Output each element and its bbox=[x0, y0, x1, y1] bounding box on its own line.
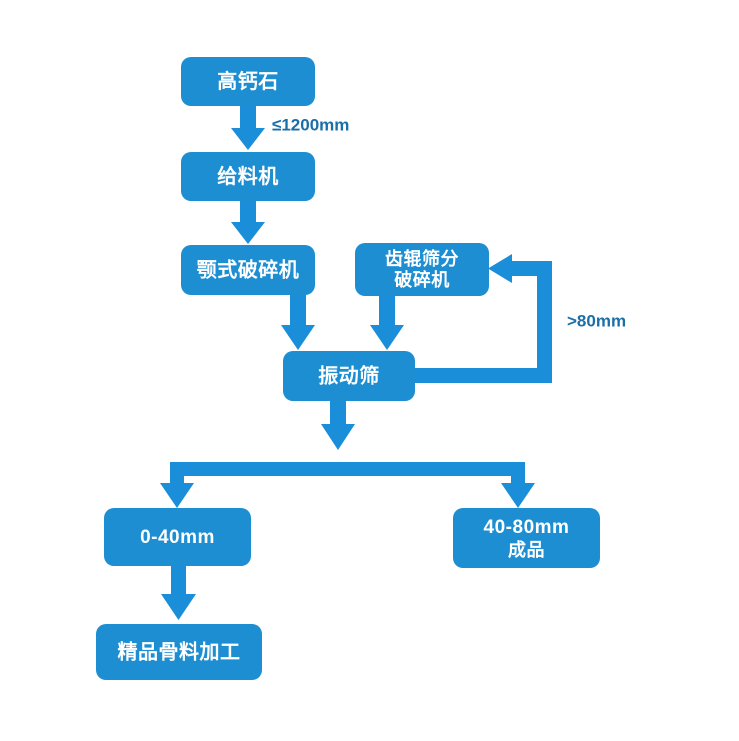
node-roll-screen-crusher-label-line1: 齿辊筛分 bbox=[385, 248, 459, 269]
node-product-40-80[interactable]: 40-80mm 成品 bbox=[453, 508, 600, 568]
node-product-40-80-label-line1: 40-80mm bbox=[484, 517, 570, 538]
node-fine-aggregate-label: 精品骨料加工 bbox=[118, 639, 241, 663]
connector-rollcrusher-to-screen bbox=[370, 295, 404, 350]
node-fine-aggregate[interactable]: 精品骨料加工 bbox=[96, 624, 262, 680]
node-vibrating-screen[interactable]: 振动筛 bbox=[283, 351, 415, 401]
node-jaw-crusher[interactable]: 颚式破碎机 bbox=[181, 245, 315, 295]
node-jaw-crusher-label: 颚式破碎机 bbox=[197, 257, 300, 281]
edge-label-feed-size: ≤1200mm bbox=[272, 115, 349, 134]
node-product-0-40-label: 0-40mm bbox=[140, 527, 215, 548]
connector-screen-return-to-rollcrusher bbox=[415, 254, 552, 383]
connector-jaw-to-screen bbox=[281, 295, 315, 350]
node-product-0-40[interactable]: 0-40mm bbox=[104, 508, 251, 566]
node-raw-material[interactable]: 高钙石 bbox=[181, 57, 315, 106]
node-raw-material-label: 高钙石 bbox=[217, 69, 279, 93]
edge-label-oversize-return: >80mm bbox=[567, 311, 626, 330]
node-feeder-label: 给料机 bbox=[217, 164, 279, 188]
connector-raw-to-feeder bbox=[231, 100, 265, 150]
node-roll-screen-crusher-label-line2: 破碎机 bbox=[394, 269, 450, 290]
connector-screen-to-split bbox=[160, 400, 535, 508]
node-product-40-80-label-line2: 成品 bbox=[508, 539, 545, 560]
node-roll-screen-crusher[interactable]: 齿辊筛分 破碎机 bbox=[355, 243, 489, 296]
node-feeder[interactable]: 给料机 bbox=[181, 152, 315, 201]
connector-0-40-to-fine-aggregate bbox=[161, 565, 196, 620]
connector-feeder-to-jaw bbox=[231, 200, 265, 244]
node-vibrating-screen-label: 振动筛 bbox=[318, 363, 380, 387]
